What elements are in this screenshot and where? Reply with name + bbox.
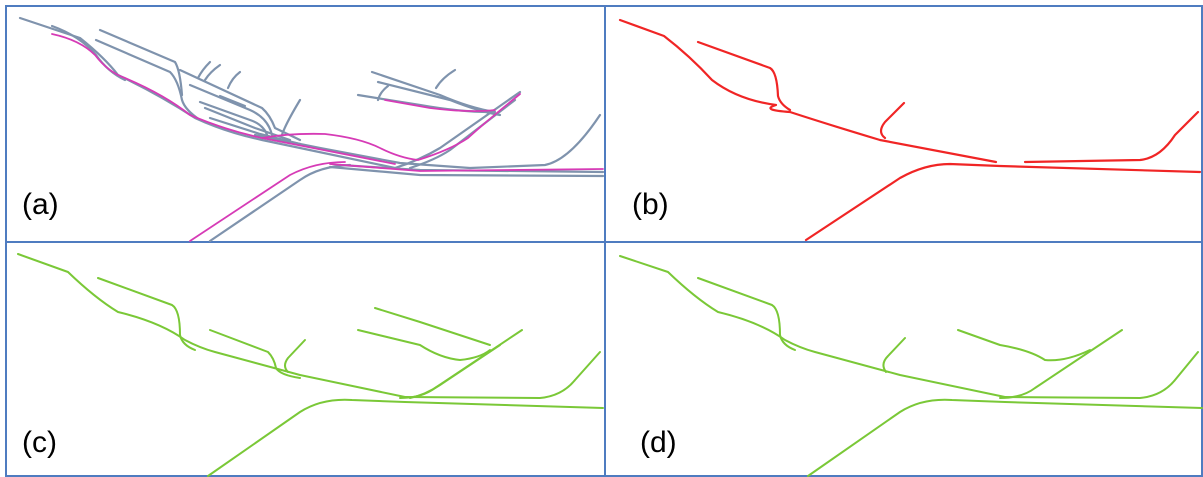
panel-b-label: (b) [632,188,669,221]
red-track [696,40,792,112]
gray-track [94,38,202,122]
green-track [619,255,1006,398]
green-track [399,329,523,399]
gray-track [208,163,352,243]
panel-c: (c) [17,253,604,477]
gray-track [98,28,184,97]
green-track [97,277,196,351]
gray-track [203,63,222,82]
green-track [957,329,1091,362]
magenta-track [384,99,496,113]
magenta-track [51,33,396,165]
gray-track [253,113,602,170]
red-track [1023,110,1200,164]
green-track [1004,351,1199,399]
green-track [882,337,906,373]
gray-track [218,94,247,108]
green-track [357,329,491,361]
gray-track [328,165,605,178]
gray-track [196,60,212,80]
gray-track [408,98,517,170]
red-track [618,18,998,164]
panel-a-magenta-tracks [51,33,604,242]
gray-track [18,16,397,170]
green-track [404,351,601,399]
gray-track [280,98,302,137]
gray-track [226,70,242,90]
green-track [409,344,501,399]
red-track [804,162,1202,242]
gray-track [434,68,457,90]
panel-c-label: (c) [22,426,57,459]
green-track [284,339,306,373]
panel-b: (b) [618,18,1202,242]
green-track [999,329,1123,399]
red-track [879,101,906,140]
gray-track [188,83,274,137]
gray-track [376,84,390,102]
green-track [697,277,796,351]
panel-a-label: (a) [22,188,59,221]
gray-track [376,80,502,117]
gray-track [370,70,497,114]
green-track [374,307,491,346]
gray-track [178,68,302,142]
panel-d-label: (d) [640,426,677,459]
green-track [807,398,1203,477]
grid-frame [5,5,1203,477]
panel-d: (d) [619,255,1203,477]
gray-track [393,90,522,170]
magenta-track [189,161,346,242]
panel-a: (a) [18,16,605,243]
magenta-track [261,93,521,161]
green-track [17,253,406,398]
green-track [207,398,604,477]
green-track [209,329,301,379]
magenta-track [329,163,604,172]
panel-a-gray-tracks [18,16,605,243]
